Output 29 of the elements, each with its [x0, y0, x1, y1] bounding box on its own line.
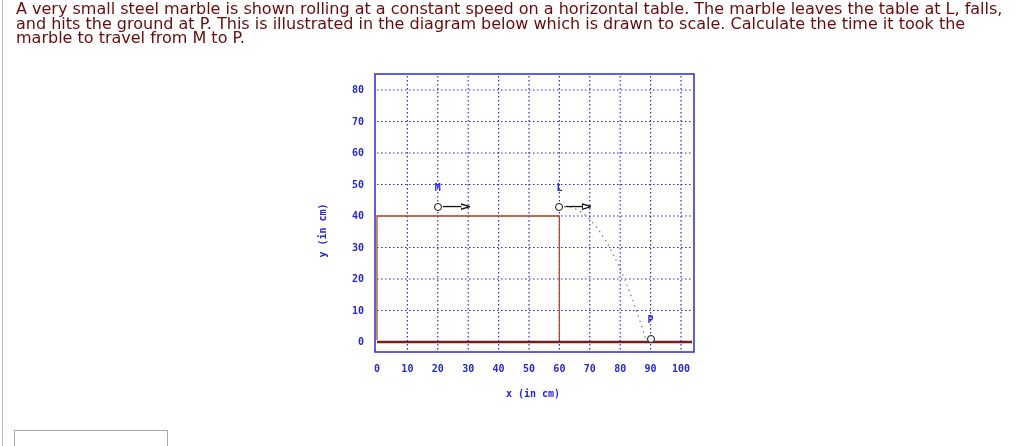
tick-label: 90: [643, 363, 658, 374]
tick-label: 100: [670, 363, 692, 374]
tick-label: 80: [350, 84, 364, 95]
tick-label: 10: [400, 363, 415, 374]
tick-label: 30: [461, 363, 476, 374]
tick-label: 70: [350, 115, 364, 127]
point-label: P: [647, 313, 654, 326]
tick-label: 70: [582, 363, 597, 374]
tick-label: 50: [350, 178, 364, 190]
tick-label: 40: [491, 363, 506, 374]
tick-label: 0: [373, 363, 381, 374]
point-label: M: [434, 181, 441, 194]
tick-label: 30: [350, 241, 364, 253]
point-label: L: [556, 181, 563, 194]
tick-label: 80: [613, 363, 628, 374]
tick-label: 10: [350, 304, 364, 316]
tick-label: 50: [521, 363, 536, 374]
question-text: A very small steel marble is shown rolling at a constant speed on a horizontal table. The marble leaves the table at L, falls, and hits the ground at P. This is illustrated in the diagram below which is drawn to scale. Calculate the time it took the marble to travel from M to P.: [16, 2, 1004, 46]
axis-title: x (in cm): [504, 388, 562, 399]
tick-label: 0: [356, 336, 364, 347]
trajectory-line: [563, 205, 647, 340]
axis-title: y (in cm): [316, 202, 328, 260]
velocity-arrow: [563, 203, 592, 210]
tick-label: 20: [350, 273, 364, 284]
tick-label: 60: [350, 147, 364, 158]
tick-label: 60: [552, 363, 567, 374]
tick-label: 20: [430, 363, 445, 374]
velocity-arrow: [442, 203, 471, 210]
tick-label: 40: [350, 210, 364, 221]
